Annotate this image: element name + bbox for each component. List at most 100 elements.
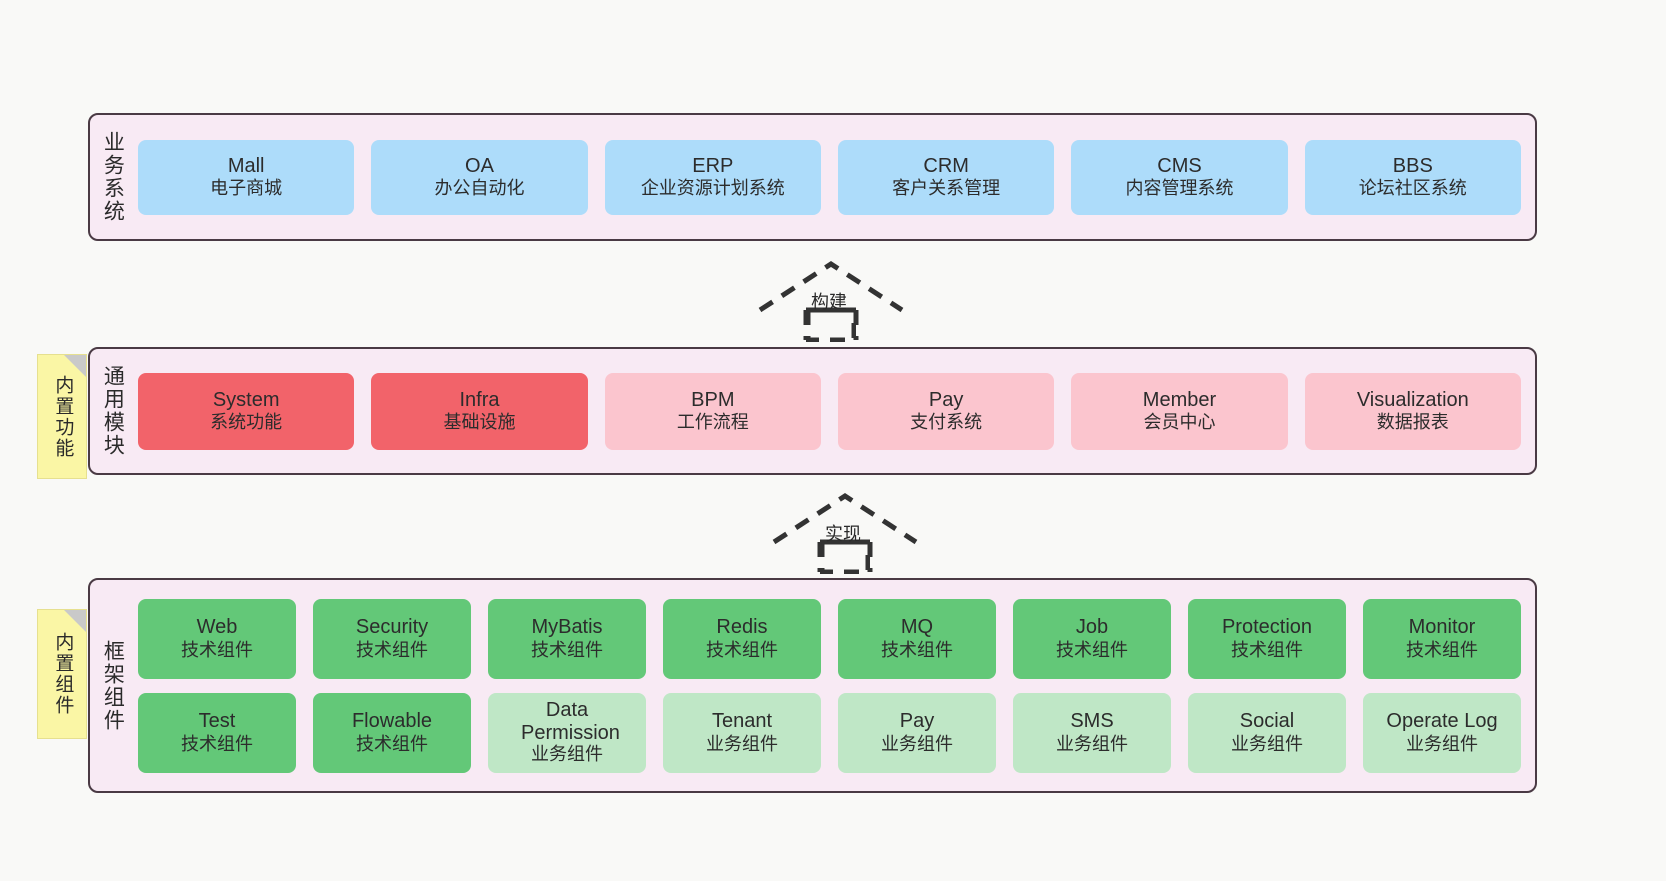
card-subtitle: 技术组件 [531, 639, 603, 660]
card-subtitle: 企业资源计划系统 [640, 178, 785, 199]
implement-arrow-stem-shape [820, 542, 870, 574]
card-web[interactable]: Web 技术组件 [138, 598, 296, 679]
card-operate-log[interactable]: Operate Log 业务组件 [1363, 692, 1521, 773]
card-title: BPM [691, 388, 735, 411]
card-title: Tenant [711, 710, 773, 733]
card-subtitle: 支付系统 [910, 412, 983, 433]
card-subtitle: 业务组件 [531, 743, 603, 764]
card-title: BBS [1392, 154, 1433, 177]
card-title: MyBatis [531, 616, 603, 639]
card-title: Protection [1221, 616, 1313, 639]
card-title: SMS [1070, 710, 1114, 733]
card-title: Social [1239, 710, 1295, 733]
card-visualization[interactable]: Visualization 数据报表 [1304, 372, 1521, 450]
card-redis[interactable]: Redis 技术组件 [663, 598, 821, 679]
sticky-note-label: 内置组件 [52, 632, 74, 716]
card-title: Data Permission [521, 699, 620, 744]
card-subtitle: 业务组件 [1056, 733, 1128, 754]
card-title: Redis [716, 616, 768, 639]
card-subtitle: 数据报表 [1376, 412, 1449, 433]
sticky-note-label: 内置功能 [52, 374, 74, 459]
card-monitor[interactable]: Monitor 技术组件 [1363, 598, 1521, 679]
card-subtitle: 技术组件 [356, 639, 428, 660]
card-subtitle: 技术组件 [1056, 639, 1128, 660]
implement-arrow-label: 实现 [825, 524, 861, 544]
card-title: CMS [1157, 154, 1202, 177]
card-subtitle: 会员中心 [1143, 412, 1216, 433]
layer-label-common-module: 通用模块 [101, 365, 125, 457]
card-title: Web [196, 616, 238, 639]
card-title: CRM [923, 154, 969, 177]
card-mall[interactable]: Mall 电子商城 [138, 139, 355, 215]
card-title: Operate Log [1386, 710, 1498, 733]
card-subtitle: 技术组件 [356, 733, 428, 754]
card-row: Test 技术组件 Flowable 技术组件 Data Permission … [138, 692, 1521, 773]
card-test[interactable]: Test 技术组件 [138, 692, 296, 773]
card-erp[interactable]: ERP 企业资源计划系统 [604, 139, 821, 215]
card-subtitle: 技术组件 [181, 733, 253, 754]
card-social[interactable]: Social 业务组件 [1188, 692, 1346, 773]
card-subtitle: 业务组件 [881, 733, 953, 754]
card-title: Pay [928, 388, 964, 411]
sticky-note-builtin-component: 内置组件 [37, 609, 87, 739]
card-subtitle: 业务组件 [1406, 733, 1478, 754]
card-title: Job [1075, 616, 1109, 639]
card-subtitle: 技术组件 [181, 639, 253, 660]
card-subtitle: 技术组件 [881, 639, 953, 660]
layer-business-system: 业务系统 Mall 电子商城 OA 办公自动化 ERP 企业资源计划系统 CRM… [88, 113, 1537, 241]
card-title: Visualization [1356, 388, 1469, 411]
card-title: Test [198, 710, 236, 733]
build-arrow-label: 构建 [811, 292, 847, 312]
card-row: Web 技术组件 Security 技术组件 MyBatis 技术组件 Redi… [138, 598, 1521, 679]
card-subtitle: 基础设施 [443, 412, 516, 433]
card-subtitle: 客户关系管理 [892, 178, 1001, 199]
layer-label-framework-component: 框架组件 [101, 639, 125, 732]
layer-body-business-system: Mall 电子商城 OA 办公自动化 ERP 企业资源计划系统 CRM 客户关系… [134, 115, 1535, 239]
card-tenant[interactable]: Tenant 业务组件 [663, 692, 821, 773]
build-arrow-stem-shape [806, 310, 856, 342]
card-subtitle: 技术组件 [1231, 639, 1303, 660]
card-title: Security [355, 616, 429, 639]
card-job[interactable]: Job 技术组件 [1013, 598, 1171, 679]
card-title: ERP [692, 154, 734, 177]
card-flowable[interactable]: Flowable 技术组件 [313, 692, 471, 773]
card-data-permission[interactable]: Data Permission 业务组件 [488, 692, 646, 773]
card-subtitle: 业务组件 [706, 733, 778, 754]
build-arrow-stem [806, 310, 856, 342]
card-title: System [212, 388, 280, 411]
card-pay-component[interactable]: Pay 业务组件 [838, 692, 996, 773]
layer-body-framework-component: Web 技术组件 Security 技术组件 MyBatis 技术组件 Redi… [134, 580, 1535, 791]
card-subtitle: 技术组件 [1406, 639, 1478, 660]
card-system[interactable]: System 系统功能 [138, 372, 355, 450]
card-cms[interactable]: CMS 内容管理系统 [1071, 139, 1288, 215]
card-title: Flowable [351, 710, 433, 733]
card-bbs[interactable]: BBS 论坛社区系统 [1304, 139, 1521, 215]
card-crm[interactable]: CRM 客户关系管理 [837, 139, 1055, 215]
card-subtitle: 技术组件 [706, 639, 778, 660]
card-bpm[interactable]: BPM 工作流程 [604, 372, 821, 450]
card-protection[interactable]: Protection 技术组件 [1188, 598, 1346, 679]
layer-label-business-system: 业务系统 [101, 131, 125, 223]
card-security[interactable]: Security 技术组件 [313, 598, 471, 679]
sticky-note-builtin-function: 内置功能 [37, 354, 87, 479]
card-mq[interactable]: MQ 技术组件 [838, 598, 996, 679]
card-member[interactable]: Member 会员中心 [1071, 372, 1288, 450]
layer-common-module: 通用模块 System 系统功能 Infra 基础设施 BPM 工作流程 Pay… [88, 347, 1537, 475]
card-infra[interactable]: Infra 基础设施 [371, 372, 588, 450]
card-title: OA [465, 154, 494, 177]
card-pay[interactable]: Pay 支付系统 [837, 372, 1055, 450]
card-subtitle: 办公自动化 [434, 178, 525, 199]
card-title: Monitor [1408, 616, 1476, 639]
card-title: MQ [900, 616, 934, 639]
card-subtitle: 工作流程 [676, 412, 749, 433]
layer-framework-component: 框架组件 Web 技术组件 Security 技术组件 MyBatis 技术组件… [88, 578, 1537, 793]
layer-body-common-module: System 系统功能 Infra 基础设施 BPM 工作流程 Pay 支付系统… [134, 349, 1535, 473]
card-oa[interactable]: OA 办公自动化 [371, 139, 588, 215]
card-title: Mall [227, 154, 265, 177]
card-title: Infra [459, 388, 500, 411]
card-mybatis[interactable]: MyBatis 技术组件 [488, 598, 646, 679]
card-sms[interactable]: SMS 业务组件 [1013, 692, 1171, 773]
card-title: Member [1142, 388, 1217, 411]
card-subtitle: 系统功能 [210, 412, 283, 433]
